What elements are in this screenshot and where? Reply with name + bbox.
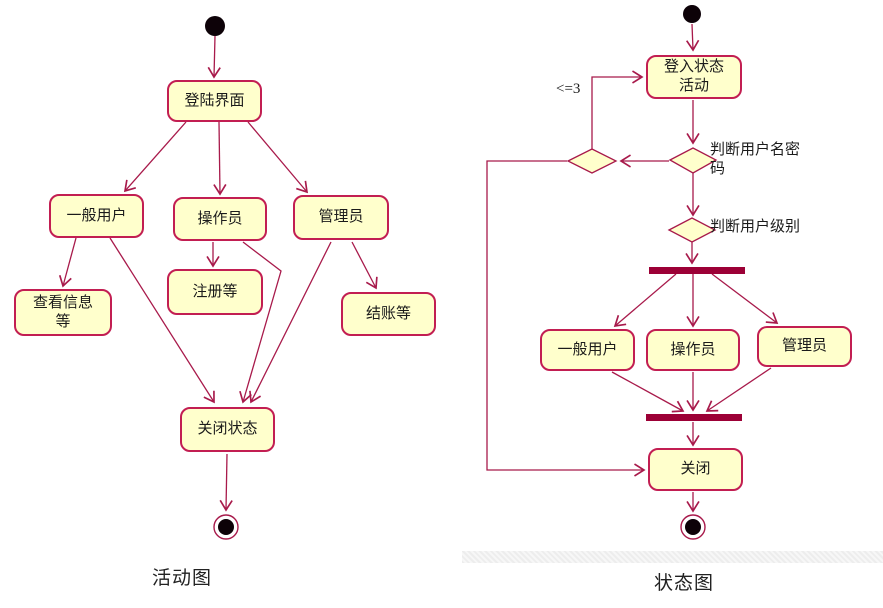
- state-node-admin: 管理员: [757, 326, 852, 367]
- edge-retry-merge-to-close: [486, 160, 646, 477]
- edge-start-to-login-activity: [685, 23, 700, 52]
- activity-node-login: 登陆界面: [167, 80, 262, 122]
- state-diagram-caption: 状态图: [654, 573, 715, 594]
- state-node-operator: 操作员: [646, 329, 740, 371]
- edge-retry-merge-to-login-activity: [591, 70, 644, 149]
- edge-label-check-level: 判断用户级别: [710, 219, 801, 235]
- edge-login-to-operator: [213, 121, 227, 196]
- edge-general-user-to-close-state: [109, 237, 215, 404]
- decision-diamond-retry-merge: [566, 148, 618, 174]
- edge-login-to-general-user: [123, 121, 187, 193]
- decision-diamond-check-credentials: [668, 147, 718, 174]
- edge-fork-to-general-user: [613, 273, 677, 328]
- state-end-node: [680, 514, 706, 540]
- activity-node-checkout: 结账等: [341, 292, 436, 336]
- edge-admin-to-checkout: [351, 241, 378, 290]
- bottom-separator-line: [462, 551, 883, 563]
- activity-end-node: [213, 514, 239, 540]
- state-node-login-activity: 登入状态活动: [646, 55, 742, 99]
- edge-close-state-to-end: [219, 453, 233, 512]
- edge-start-to-login: [207, 35, 221, 79]
- activity-node-view-info: 查看信息等: [14, 289, 112, 336]
- edge-fork-to-admin: [711, 273, 779, 324]
- fork-bar: [649, 267, 745, 274]
- decision-diamond-check-level: [667, 217, 717, 243]
- activity-node-general-user: 一般用户: [49, 194, 144, 238]
- edge-login-to-admin: [247, 121, 309, 194]
- edge-general-user-to-join: [611, 371, 685, 413]
- edge-admin-to-join: [705, 367, 772, 412]
- activity-diagram-caption: 活动图: [152, 568, 213, 589]
- activity-start-node: [205, 16, 225, 36]
- activity-node-register: 注册等: [167, 269, 263, 315]
- activity-node-operator: 操作员: [173, 197, 267, 241]
- edge-admin-to-close-state: [249, 241, 332, 404]
- state-node-close: 关闭: [648, 448, 743, 491]
- join-bar: [646, 414, 742, 421]
- activity-node-close-state: 关闭状态: [180, 407, 275, 452]
- edge-operator-to-close-state: [239, 241, 282, 404]
- edge-general-user-to-view-info: [58, 237, 77, 288]
- state-node-general-user: 一般用户: [540, 329, 635, 371]
- activity-node-admin: 管理员: [293, 195, 389, 240]
- state-start-node: [683, 5, 701, 23]
- edge-label-check-credentials: 判断用户名密码: [710, 142, 801, 177]
- edge-label-retry-limit: <=3: [556, 81, 581, 97]
